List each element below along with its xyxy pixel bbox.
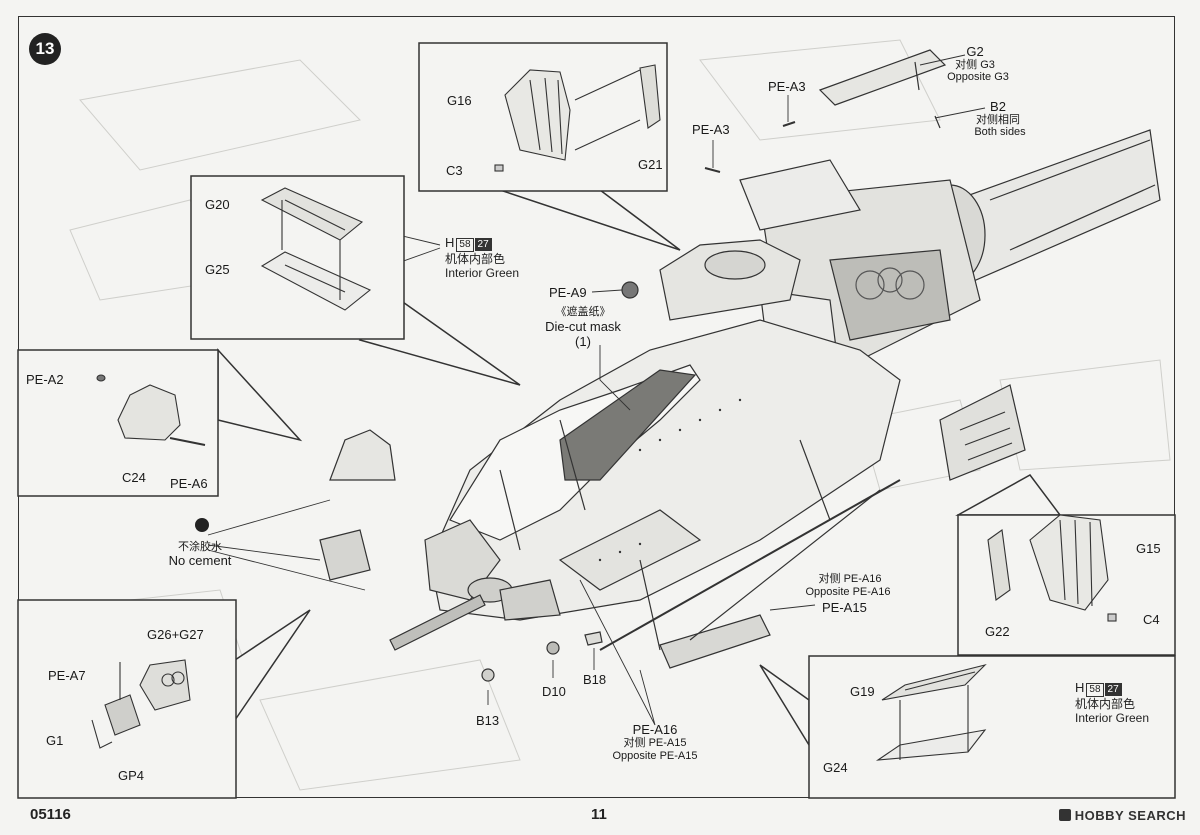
label-no-cement-en: No cement [168, 553, 232, 568]
paint-code-2: 27 [474, 238, 492, 251]
label-no-cement-zh: 不涂胶水 [178, 541, 222, 553]
label-c4: C4 [1143, 612, 1160, 627]
paint-name-zh: 机体内部色 [1075, 697, 1136, 711]
brand-icon [1058, 809, 1071, 821]
label-pe-a15: PE-A15 [822, 600, 867, 615]
label-c3: C3 [446, 163, 463, 178]
watermark-brand: HOBBY SEARCH [1058, 808, 1186, 823]
no-cement-icon [195, 518, 209, 532]
label-g22: G22 [985, 624, 1010, 639]
label-b2-zh: 对侧相同 [976, 114, 1020, 126]
label-gp4: GP4 [118, 768, 145, 783]
label-g21: G21 [638, 157, 663, 172]
label-b18: B18 [583, 672, 607, 687]
label-pe-a7: PE-A7 [48, 668, 86, 683]
label-g2-en: Opposite G3 [947, 71, 1009, 83]
label-mask-en: Die-cut mask [545, 319, 621, 334]
label-pe-a16-en: Opposite PE-A16 [805, 586, 891, 598]
label-pe-a6: PE-A6 [170, 476, 208, 491]
label-d10: D10 [542, 684, 566, 699]
label-b2: B2 [990, 99, 1006, 114]
label-pe-a3-top: PE-A3 [768, 79, 806, 94]
label-g16: G16 [447, 93, 472, 108]
label-pe-a3-mid: PE-A3 [692, 122, 730, 137]
label-g24: G24 [823, 760, 848, 775]
paint-code-2: 27 [1104, 683, 1122, 696]
label-pe-a16-bottom-en: Opposite PE-A15 [612, 750, 698, 762]
paint-letter: H [1075, 680, 1085, 695]
label-g25: G25 [205, 262, 230, 277]
label-g2: G2 [966, 44, 984, 59]
paint-letter: H [445, 235, 455, 250]
paint-code-1: 58 [1086, 683, 1104, 697]
label-pe-a16-zh: 对侧 PE-A16 [818, 573, 882, 585]
label-g15: G15 [1136, 541, 1161, 556]
label-pe-a9: PE-A9 [549, 285, 587, 300]
label-g2-zh: 对侧 G3 [955, 59, 995, 71]
label-g19: G19 [850, 684, 875, 699]
kit-number: 05116 [30, 806, 71, 823]
page-number: 11 [591, 806, 607, 823]
step-number-badge: 13 [29, 33, 61, 65]
label-b2-en: Both sides [974, 126, 1026, 138]
label-pe-a2: PE-A2 [26, 372, 64, 387]
label-g26-g27: G26+G27 [147, 627, 204, 642]
label-c24: C24 [122, 470, 146, 485]
paint-name-en: Interior Green [1075, 711, 1150, 725]
label-mask-zh: 《遮盖纸》 [555, 306, 611, 318]
label-g1: G1 [46, 733, 64, 748]
label-b13: B13 [476, 713, 500, 728]
paint-name-en: Interior Green [445, 266, 520, 280]
label-g20: G20 [205, 197, 230, 212]
label-mask-qty: (1) [575, 334, 591, 349]
paint-name-zh: 机体内部色 [445, 252, 506, 266]
brand-text: HOBBY SEARCH [1074, 808, 1186, 823]
label-pe-a16-bottom: PE-A16 [632, 722, 678, 737]
paint-code-1: 58 [456, 238, 474, 252]
label-pe-a16-bottom-zh: 对侧 PE-A15 [623, 737, 687, 749]
